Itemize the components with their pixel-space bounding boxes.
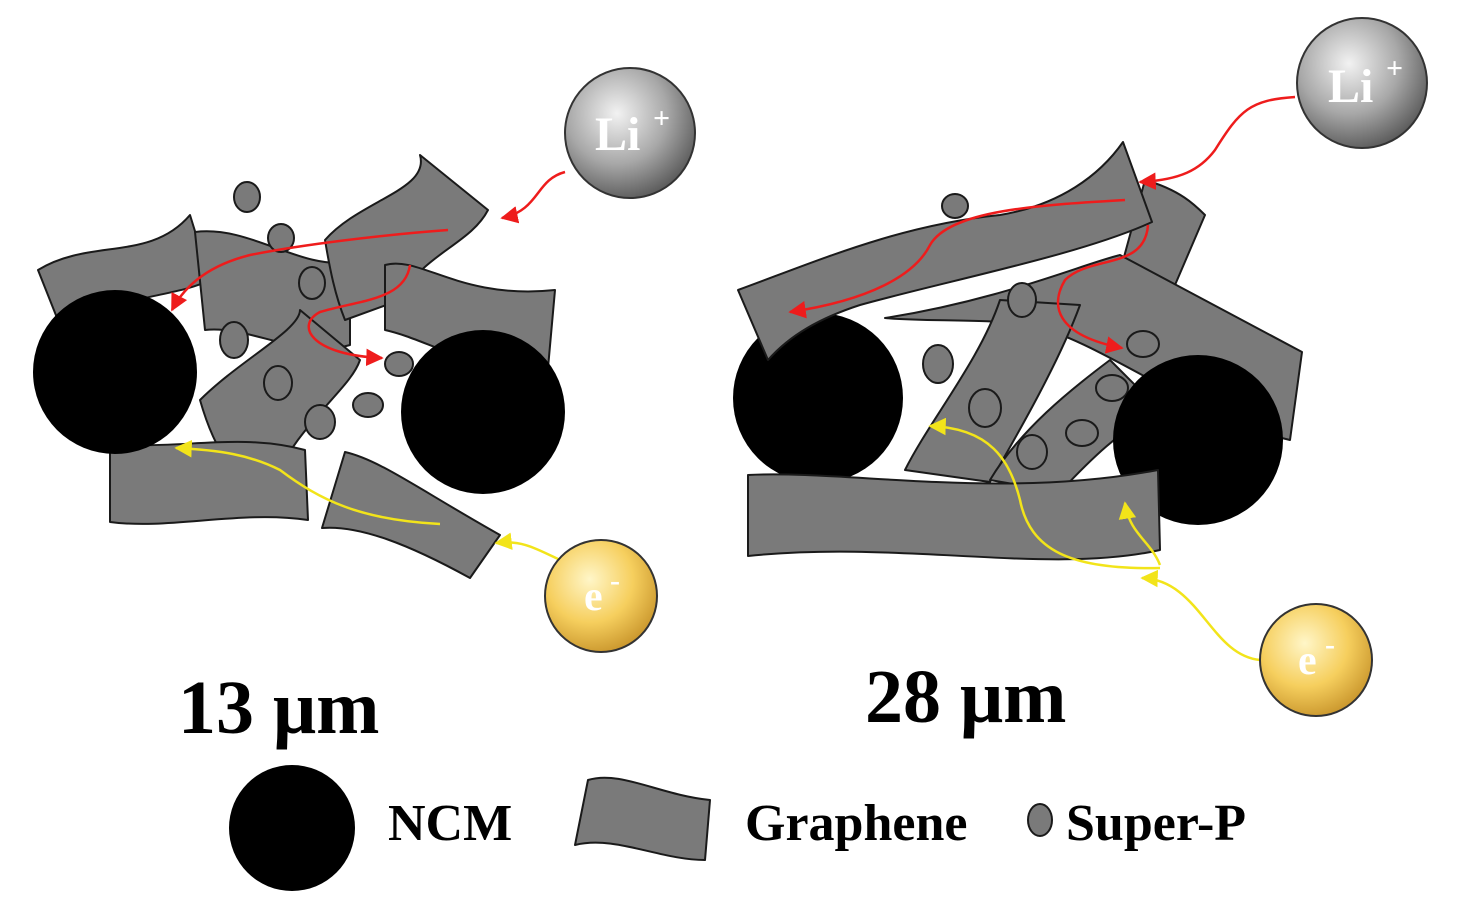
super-p-particle: [352, 392, 384, 418]
lithium-path: [788, 198, 1126, 319]
super-p-particle: [968, 388, 1002, 428]
super-p-particle: [1126, 330, 1160, 358]
electron-path: [1140, 569, 1261, 662]
lithium-ion-charge: +: [653, 102, 670, 135]
graphene-sheet: [737, 141, 1153, 361]
graphene-sheet-icon: [574, 776, 711, 861]
electron-symbol: e: [1298, 638, 1317, 684]
lithium-ion-symbol: Li: [1328, 60, 1373, 113]
electron-charge: -: [610, 564, 620, 597]
ncm-particle-icon: [229, 765, 355, 891]
super-p-particle: [219, 321, 249, 359]
electron-icon: e -: [1259, 603, 1373, 717]
electron-path: [928, 417, 1161, 570]
super-p-particle: [1007, 282, 1037, 318]
electron-path: [494, 532, 561, 562]
super-p-particle: [304, 404, 336, 440]
electron-path: [174, 439, 441, 526]
graphene-sheet: [747, 469, 1161, 561]
thickness-label-28um: 28 μm: [865, 655, 1066, 739]
graphene-sheet: [109, 439, 309, 525]
graphene-sheet: [324, 154, 489, 321]
electron-charge: -: [1325, 628, 1335, 661]
electron-symbol: e: [584, 574, 603, 620]
lithium-ion-symbol: Li: [595, 108, 640, 161]
lithium-path: [1056, 224, 1150, 354]
legend-graphene-label: Graphene: [745, 795, 967, 852]
lithium-path: [1138, 95, 1296, 190]
ncm-particle: [401, 330, 565, 494]
super-p-particle: [922, 344, 954, 384]
lithium-path: [500, 170, 566, 224]
lithium-path: [170, 228, 449, 312]
panel-28um: Li + e - 28 μm: [733, 17, 1428, 739]
panel-13um: Li + e - 13 μm: [33, 67, 696, 750]
super-p-particle: [1065, 419, 1099, 447]
legend-ncm-label: NCM: [388, 795, 512, 852]
super-p-particle: [1095, 374, 1129, 402]
legend: NCM Graphene Super-P: [229, 765, 1246, 891]
lithium-ion-charge: +: [1386, 52, 1403, 85]
legend-superp-label: Super-P: [1066, 795, 1246, 852]
lithium-path: [307, 264, 412, 367]
electron-icon: e -: [544, 539, 658, 653]
ncm-particle: [33, 290, 197, 454]
super-p-particle: [384, 351, 414, 377]
super-p-particle: [941, 193, 969, 219]
ncm-particle: [733, 313, 903, 483]
super-p-particle: [1016, 434, 1048, 470]
thickness-label-13um: 13 μm: [178, 666, 379, 750]
super-p-particle: [233, 181, 261, 213]
super-p-particle-icon: [1027, 803, 1053, 837]
lithium-ion-icon: Li +: [564, 67, 696, 199]
graphene-sheet: [321, 451, 501, 579]
super-p-particle: [263, 365, 293, 401]
super-p-particle: [298, 266, 326, 300]
super-p-particle: [267, 223, 295, 253]
lithium-ion-icon: Li +: [1296, 17, 1428, 149]
electron-path: [1118, 501, 1162, 566]
